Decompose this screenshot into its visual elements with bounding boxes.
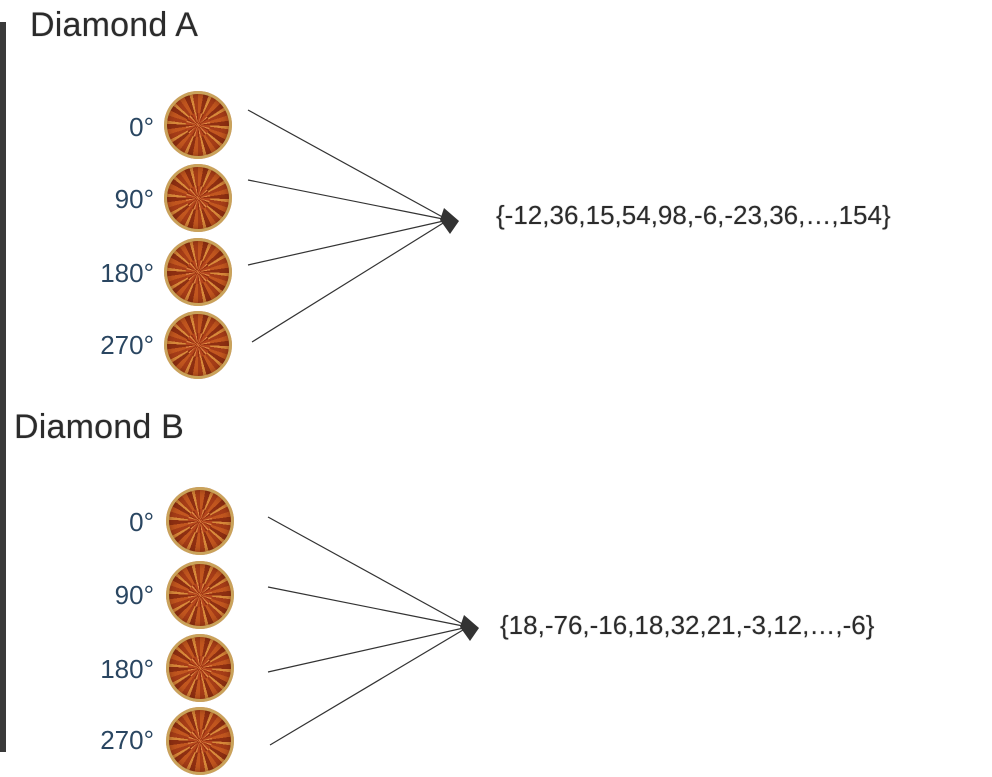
diamond-b-angle-270: 270° (100, 725, 154, 755)
diamond-a-gem-180-icon (164, 238, 232, 306)
diamond-b-gem-90-icon (166, 561, 234, 629)
diamond-b-gem-180-icon (166, 634, 234, 702)
diamond-a-gem-270-icon (164, 311, 232, 379)
diamond-b-angle-180: 180° (100, 654, 154, 684)
diamond-b-angle-90: 90° (114, 580, 154, 610)
diamond-b-line-180 (267, 626, 469, 673)
diamond-a-angle-180: 180° (100, 258, 154, 288)
diamond-b-title: Diamond B (14, 408, 184, 446)
diamond-b-arrowhead-icon (460, 615, 479, 641)
diamond-b-line-90 (267, 586, 469, 628)
diamond-a-line-0 (247, 109, 449, 221)
diamond-b-line-270 (269, 626, 469, 746)
diamond-a-gem-0-icon (164, 91, 232, 159)
diamond-a-angle-270: 270° (100, 330, 154, 360)
diamond-b-gem-0-icon (166, 487, 234, 555)
diamond-b-gem-270-icon (166, 707, 234, 775)
diamond-a-arrowhead-icon (440, 208, 459, 234)
diamond-a-line-270 (251, 219, 449, 343)
diamond-b-line-0 (267, 516, 469, 628)
diamond-b-feature-vector: {18,-76,-16,18,32,21,-3,12,…,-6} (500, 610, 875, 640)
diamond-b-angle-0: 0° (129, 507, 154, 537)
diamond-a-angle-90: 90° (114, 184, 154, 214)
diamond-a-line-90 (247, 179, 449, 221)
diamond-a-angle-0: 0° (129, 112, 154, 142)
left-rule (0, 22, 6, 752)
diamond-a-line-180 (247, 219, 449, 266)
diamond-a-gem-90-icon (164, 164, 232, 232)
diamond-a-feature-vector: {-12,36,15,54,98,-6,-23,36,…,154} (496, 200, 891, 230)
diamond-a-title: Diamond A (30, 6, 199, 44)
